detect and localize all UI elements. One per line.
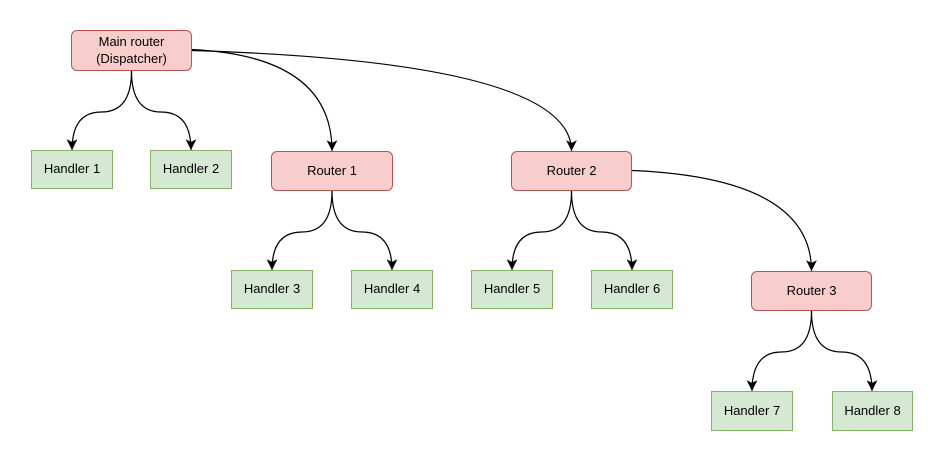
node-handler-5: Handler 5 [471, 270, 553, 309]
node-label: Router 3 [786, 282, 837, 298]
edge-router-1-to-handler-4 [331, 190, 398, 271]
node-handler-7: Handler 7 [711, 391, 793, 431]
node-router-3: Router 3 [751, 271, 872, 311]
node-label: Main router (Dispatcher) [96, 33, 167, 66]
edge-router-1-to-handler-3 [266, 190, 333, 271]
node-router-1: Router 1 [271, 151, 393, 191]
edge-router-2-to-handler-5 [506, 190, 573, 271]
edge-router-3-to-handler-8 [810, 310, 878, 392]
edge-main-to-router-2 [191, 49, 577, 152]
node-handler-2: Handler 2 [150, 150, 232, 189]
edge-main-to-router-1 [191, 48, 338, 152]
node-label: Handler 6 [603, 281, 661, 297]
node-label: Handler 2 [162, 161, 220, 177]
node-label: Handler 8 [844, 402, 901, 418]
node-handler-6: Handler 6 [591, 270, 673, 309]
node-label: Handler 5 [483, 281, 541, 297]
node-router-2: Router 2 [511, 151, 632, 191]
edge-router-3-to-handler-7 [746, 310, 813, 392]
node-handler-8: Handler 8 [832, 391, 913, 431]
node-handler-1: Handler 1 [31, 150, 113, 189]
edge-router-2-to-router-3 [631, 169, 817, 272]
node-label: Router 1 [307, 162, 357, 178]
edge-router-2-to-handler-6 [570, 190, 638, 271]
node-label: Router 2 [546, 162, 597, 178]
node-label: Handler 7 [723, 402, 781, 418]
node-label: Handler 3 [243, 281, 301, 297]
node-handler-4: Handler 4 [351, 270, 433, 309]
edge-main-to-handler-2 [130, 70, 197, 151]
edge-main-to-handler-1 [66, 70, 133, 151]
node-label: Handler 4 [363, 281, 421, 297]
node-main-router: Main router (Dispatcher) [71, 30, 192, 71]
node-label: Handler 1 [43, 161, 101, 177]
node-handler-3: Handler 3 [231, 270, 313, 309]
